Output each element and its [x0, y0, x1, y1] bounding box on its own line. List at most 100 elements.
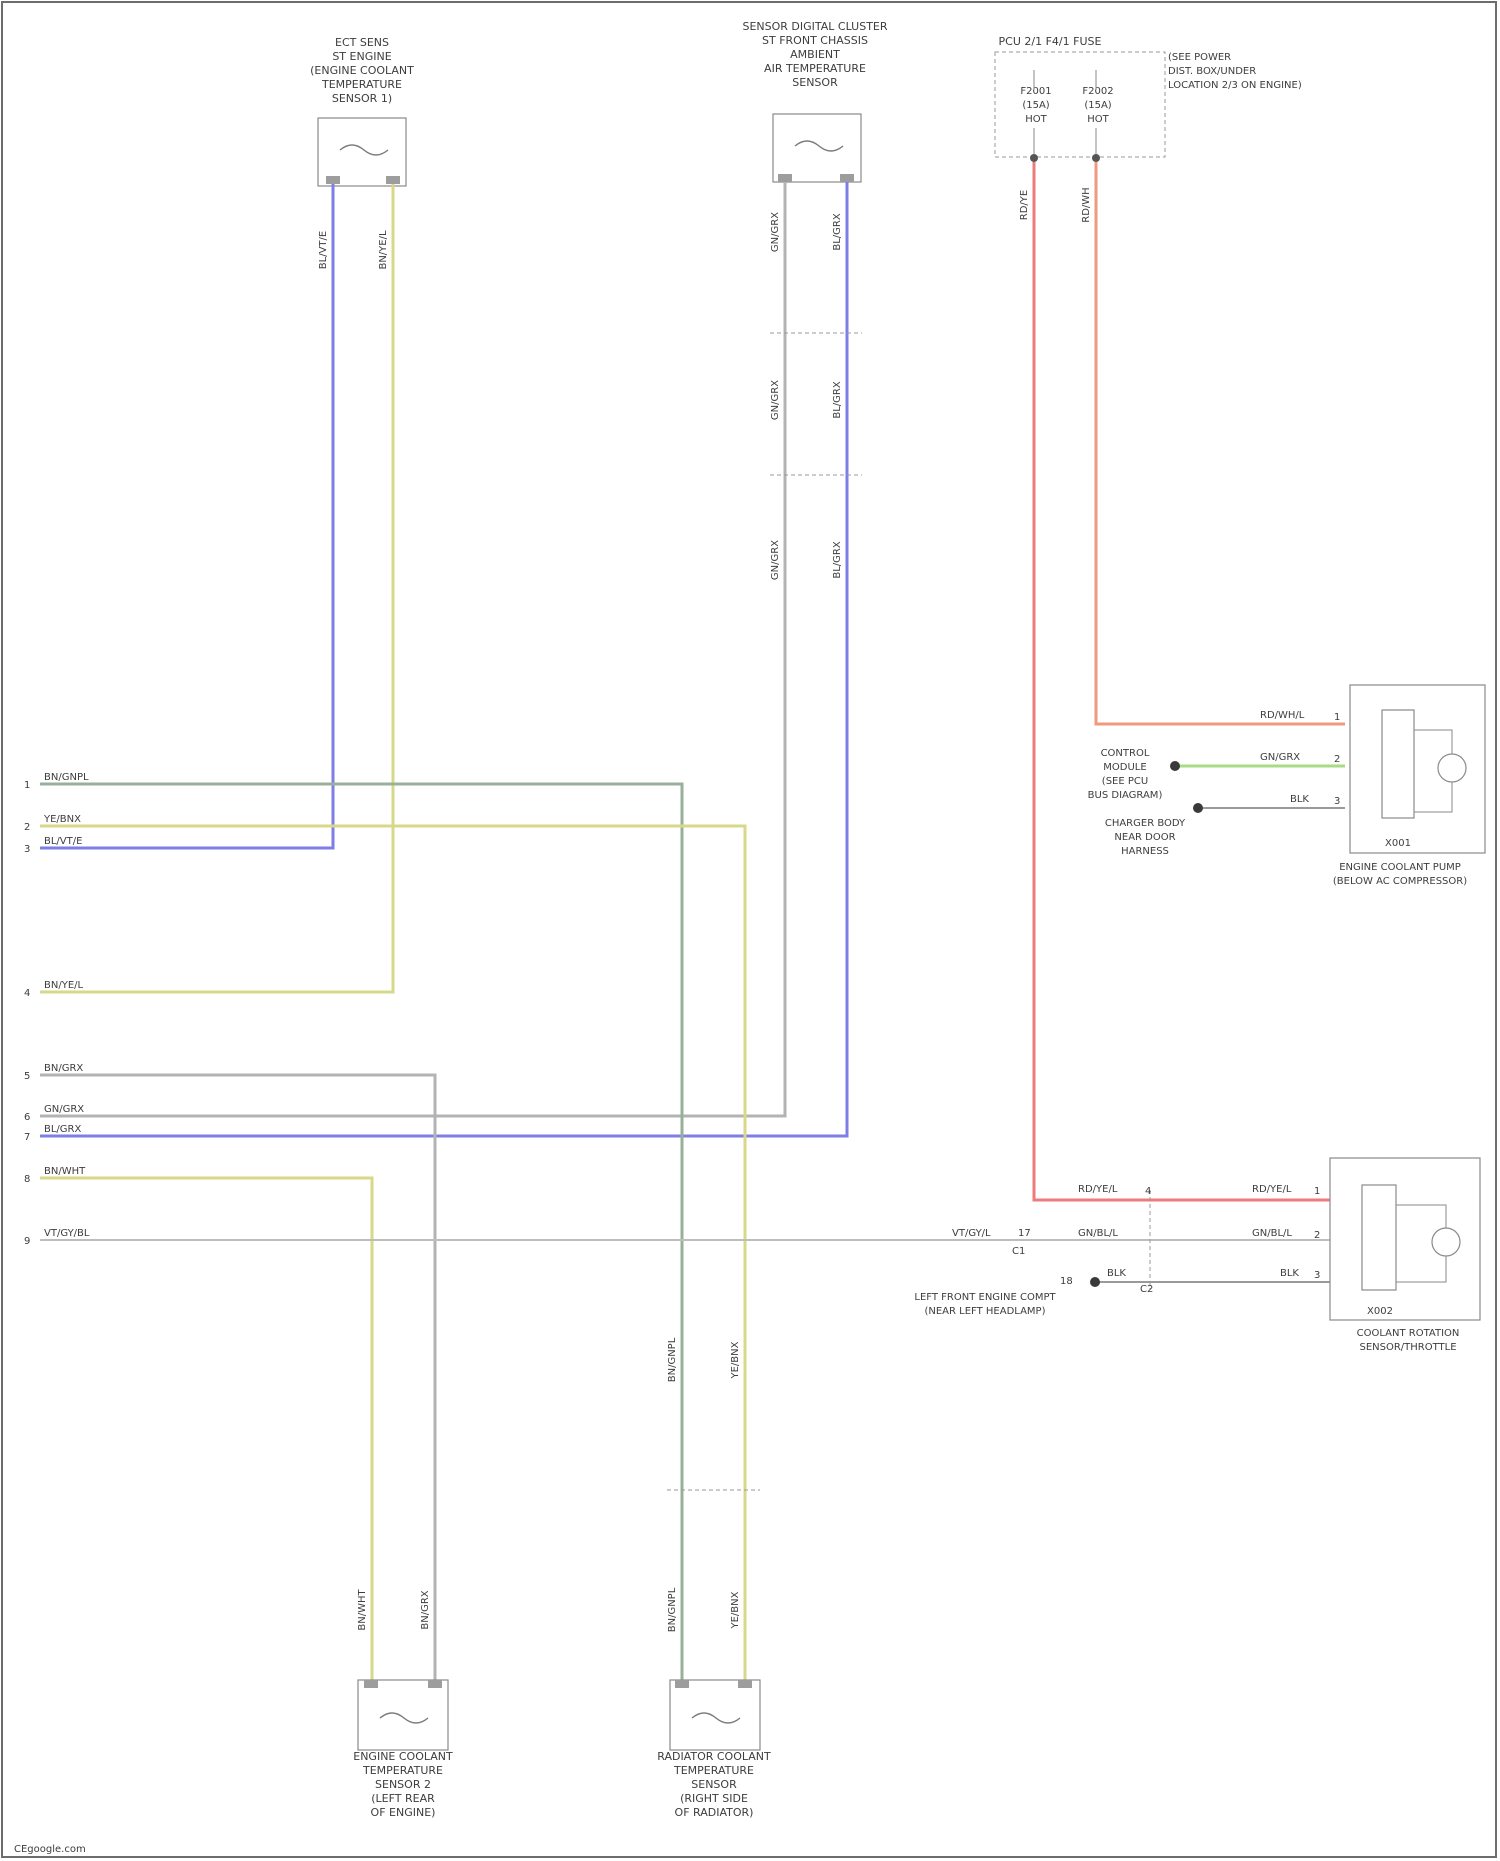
- wire-label-pump-2: GN/GRX: [1260, 752, 1300, 763]
- ecm-pin-label-3: BL/VT/E: [44, 836, 82, 847]
- radiator-sensor-pin-left: [675, 1680, 689, 1688]
- ecm-pin-list: 1 BN/GNPL 2 YE/BNX 3 BL/VT/E 4 BN/YE/L 5…: [24, 772, 90, 1247]
- ect-sensor-2-pin-right: [428, 1680, 442, 1688]
- fuse-right-line-3: HOT: [1087, 114, 1109, 125]
- control-module-line-4: BUS DIAGRAM): [1088, 790, 1163, 801]
- wire-fuse-red: [1034, 162, 1335, 1200]
- wire-label-iat-right-2: BL/GRX: [832, 381, 843, 418]
- iat-sensor-title-line-2: ST FRONT CHASSIS: [762, 34, 868, 47]
- ecm-pin-num-2: 2: [24, 822, 30, 833]
- iat-sensor-title: SENSOR DIGITAL CLUSTER ST FRONT CHASSIS …: [742, 20, 887, 89]
- wire-label-throttle-1: RD/YE/L: [1252, 1184, 1292, 1195]
- fuse-box-title: PCU 2/1 F4/1 FUSE: [999, 35, 1102, 48]
- coolant-pump-connector-label: X001: [1385, 838, 1411, 849]
- ground-splice-dot: [1090, 1277, 1100, 1287]
- control-module-line-1: CONTROL: [1101, 748, 1150, 759]
- radiator-sensor-title-line-2: TEMPERATURE: [673, 1764, 754, 1777]
- fuse-box-note-line-3: LOCATION 2/3 ON ENGINE): [1168, 80, 1302, 91]
- fuse-right-line-2: (15A): [1084, 100, 1111, 111]
- wire-ect1-blue: [40, 184, 333, 848]
- ecm-pin-num-1: 1: [24, 780, 30, 791]
- ecm-pin-label-5: BN/GRX: [44, 1063, 83, 1074]
- control-module-line-2: MODULE: [1103, 762, 1146, 773]
- ecm-pin-label-8: BN/WHT: [44, 1166, 86, 1177]
- ecm-pin-num-3: 3: [24, 844, 30, 855]
- coolant-pump-connector: [1382, 710, 1414, 818]
- wire-label-throttle-2: GN/BL/L: [1252, 1228, 1292, 1239]
- starter-relay-line-2: NEAR DOOR: [1114, 832, 1175, 843]
- wire-label-ect2-left: BN/WHT: [357, 1589, 368, 1631]
- thermostat-connector-label: X002: [1367, 1306, 1393, 1317]
- wire-label-iat-left-1: GN/GRX: [770, 212, 781, 252]
- iat-sensor-pin-right: [840, 174, 854, 182]
- wire-label-pump-3: BLK: [1290, 794, 1309, 805]
- wire-label-fuse-right: RD/WH: [1081, 187, 1092, 222]
- pump-pin-2: 2: [1334, 754, 1340, 765]
- iat-sensor-title-line-1: SENSOR DIGITAL CLUSTER: [742, 20, 887, 33]
- fuse-right-terminal: [1092, 154, 1100, 162]
- wire-label-fuse-left: RD/YE: [1019, 190, 1030, 220]
- ecm-pin-num-6: 6: [24, 1112, 30, 1123]
- ect-sensor-1-pin-left: [326, 176, 340, 184]
- coolant-pump-title-line-1: ENGINE COOLANT PUMP: [1339, 862, 1461, 873]
- starter-relay-line-3: HARNESS: [1121, 846, 1169, 857]
- throttle-pin-3: 3: [1314, 1270, 1320, 1281]
- ect-sensor-1-title-line-3: (ENGINE COOLANT: [310, 64, 414, 77]
- ecm-pin-label-7: BL/GRX: [44, 1124, 81, 1135]
- ecm-pin-num-8: 8: [24, 1174, 30, 1185]
- radiator-sensor-pin-right: [738, 1680, 752, 1688]
- fuse-box-note-line-1: (SEE POWER: [1168, 52, 1231, 63]
- iat-sensor-box: [773, 114, 861, 182]
- wire-label-throttle-3: BLK: [1280, 1268, 1299, 1279]
- thermostat-title-line-2: SENSOR/THROTTLE: [1359, 1342, 1456, 1353]
- iat-sensor-title-line-4: AIR TEMPERATURE: [764, 62, 866, 75]
- wire-label-ect1-left: BL/VT/E: [318, 231, 329, 269]
- ect-sensor-2-title-line-5: OF ENGINE): [371, 1806, 436, 1819]
- ground-line-1: LEFT FRONT ENGINE COMPT: [914, 1292, 1056, 1303]
- coolant-pump-motor-icon: [1438, 754, 1466, 782]
- ecm-pin-label-4: BN/YE/L: [44, 980, 84, 991]
- fuse-left-line-2: (15A): [1022, 100, 1049, 111]
- wire-label-pump-1: RD/WH/L: [1260, 710, 1305, 721]
- control-module-splice-dot: [1170, 761, 1180, 771]
- iat-sensor-title-line-5: SENSOR: [792, 76, 838, 89]
- throttle-pin-1: 1: [1314, 1186, 1320, 1197]
- footer-watermark: CEgoogle.com: [14, 1844, 86, 1855]
- wire-fuse-orange: [1096, 162, 1345, 724]
- ect-sensor-1-title-line-1: ECT SENS: [335, 36, 389, 49]
- ecm-pin-num-4: 4: [24, 988, 30, 999]
- thermostat-motor-icon: [1432, 1228, 1460, 1256]
- starter-relay-splice-dot: [1193, 803, 1203, 813]
- pump-pin-1: 1: [1334, 712, 1340, 723]
- iat-sensor-title-line-3: AMBIENT: [790, 48, 840, 61]
- wire-label-bottom-green: BN/GNPL: [667, 1337, 678, 1382]
- fuse-right-line-1: F2002: [1082, 86, 1113, 97]
- coolant-pump-title-line-2: (BELOW AC COMPRESSOR): [1333, 876, 1467, 887]
- fuse-box-note-line-2: DIST. BOX/UNDER: [1168, 66, 1256, 77]
- ecm-pin-num-5: 5: [24, 1071, 30, 1082]
- wire-label-ctrl-4: BLK: [1107, 1268, 1126, 1279]
- ecm-pin-label-1: BN/GNPL: [44, 772, 89, 783]
- radiator-sensor-box: [670, 1680, 760, 1750]
- ect-sensor-2-title-line-1: ENGINE COOLANT: [353, 1750, 453, 1763]
- ect-sensor-1-title-line-5: SENSOR 1): [332, 92, 392, 105]
- ect-sensor-1-title: ECT SENS ST ENGINE (ENGINE COOLANT TEMPE…: [310, 36, 414, 105]
- wire-ect2-tan: [40, 1178, 372, 1690]
- ctrl-pin-18: 18: [1060, 1276, 1073, 1287]
- pump-pin-3: 3: [1334, 796, 1340, 807]
- ecm-pin-label-6: GN/GRX: [44, 1104, 84, 1115]
- wire-ect2-gray: [40, 1075, 435, 1690]
- wire-label-ctrl-2: GN/BL/L: [1078, 1228, 1118, 1239]
- radiator-sensor-title-line-4: (RIGHT SIDE: [680, 1792, 748, 1805]
- ground-line-2: (NEAR LEFT HEADLAMP): [924, 1306, 1045, 1317]
- wire-label-ctrl-1: RD/YE/L: [1078, 1184, 1118, 1195]
- ecm-pin-num-7: 7: [24, 1132, 30, 1143]
- ctrl-pin-4: 4: [1145, 1186, 1151, 1197]
- ect-sensor-2-title-line-3: SENSOR 2: [375, 1778, 431, 1791]
- control-module-line-3: (SEE PCU: [1102, 776, 1148, 787]
- ctrl-pin-c1: C1: [1012, 1246, 1025, 1257]
- ctrl-pin-17: 17: [1018, 1228, 1031, 1239]
- thermostat-connector: [1362, 1185, 1396, 1290]
